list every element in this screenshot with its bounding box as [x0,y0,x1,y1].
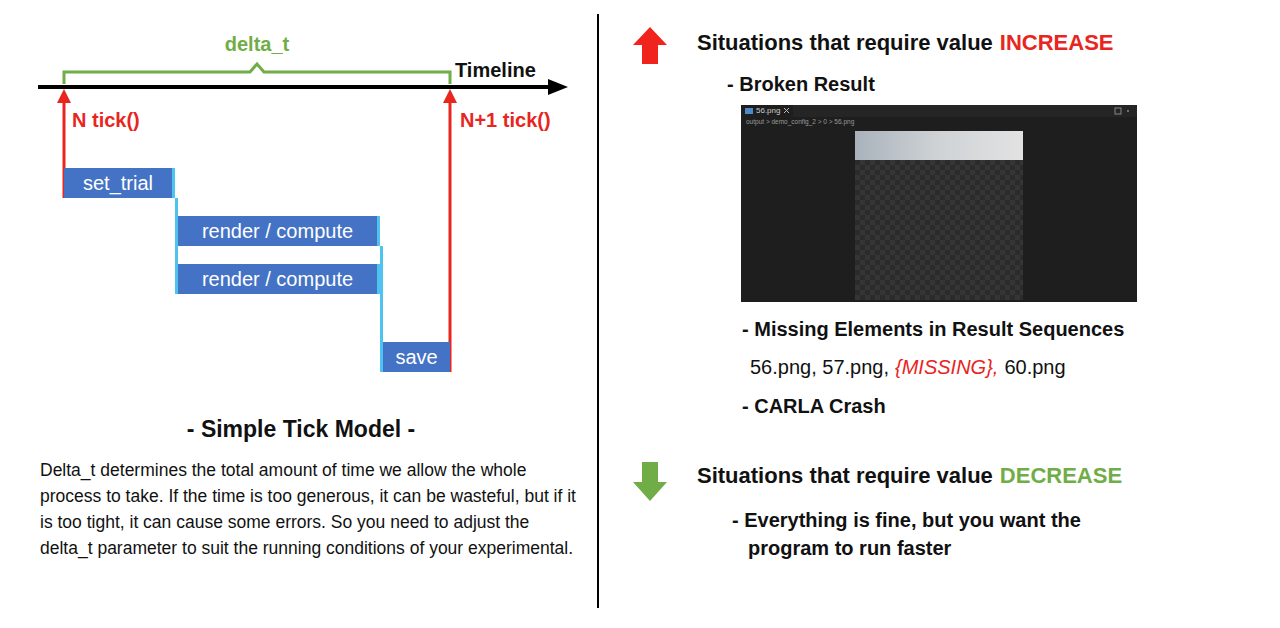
text-row: Situations that require valueINCREASE [697,29,1114,57]
increase-arrow-icon [633,27,667,64]
list-item: - Everything is fine, but you want the p… [732,506,1128,562]
list-item: - Missing Elements in Result Sequences [742,317,1124,341]
description-note: Delta_t determines the total amount of t… [40,457,580,561]
tick-label: N+1 tick() [460,108,551,132]
box-label: render / compute [202,219,353,243]
missing-marker: {MISSING}, [895,354,998,380]
box-label: set_trial [83,171,153,195]
file-sequence: 60.png [1004,354,1065,380]
list-item: - CARLA Crash [742,394,886,418]
list-item: - Broken Result [727,72,875,96]
timeline-arrowhead [548,79,568,95]
step-connector [380,246,383,342]
box-label: save [395,345,437,369]
tick-arrowhead [57,89,71,103]
box-label: render / compute [202,267,353,291]
section-heading: Situations that require value [697,462,993,490]
tick-label: N tick() [72,108,140,132]
toolbar-icon [1127,110,1129,112]
screenshot-tab [741,105,793,117]
close-icon [784,108,789,113]
emphasis-word: DECREASE [1000,462,1122,490]
text-row: Situations that require valueDECREASE [697,462,1122,490]
diagram-caption: - Simple Tick Model - [120,415,482,443]
process-box: render / compute [175,264,380,294]
toolbar-icon [1115,108,1121,114]
section-heading: Situations that require value [697,29,993,57]
axis-label: Timeline [455,58,536,82]
emphasis-word: INCREASE [1000,29,1114,57]
dimension-label: delta_t [207,32,307,56]
broken-image-strip [855,131,1023,160]
tab-title: 56.png [756,105,780,117]
tick-arrow [449,100,452,372]
process-box: save [380,342,450,372]
breadcrumb: output > demo_config_2 > 0 > 56.png [746,117,854,127]
divider-line [597,14,599,608]
timeline-axis [38,85,552,89]
file-icon [745,108,753,114]
step-connector [380,294,383,342]
tick-arrowhead [443,89,457,103]
delta-bracket [64,64,450,84]
file-sequence: 56.png, 57.png, [750,354,889,380]
process-box: set_trial [64,168,175,198]
screenshot-frame [741,105,1137,302]
process-box: render / compute [175,216,380,246]
text-row: 56.png, 57.png,{MISSING},60.png [750,354,1066,380]
decrease-arrow-icon [633,462,667,501]
screenshot-tabbar [741,105,1137,117]
transparent-area [855,160,1023,300]
